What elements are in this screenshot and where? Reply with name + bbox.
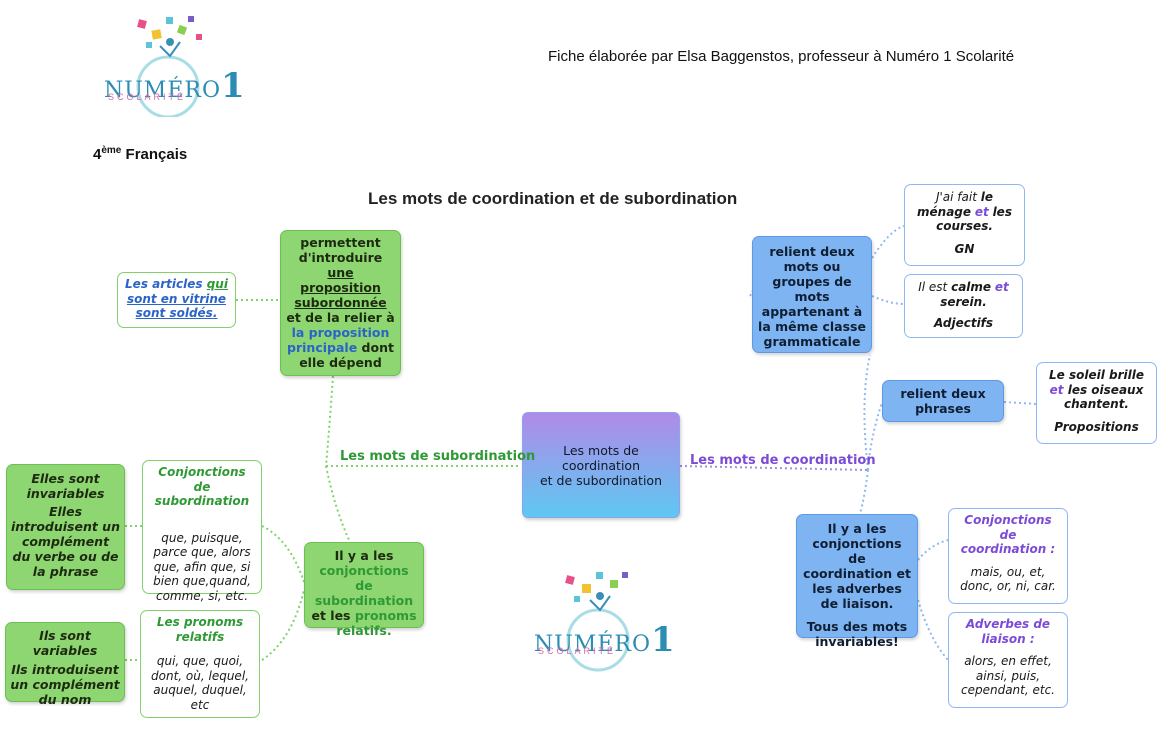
- coordination-conj-list: mais, ou, et, donc, or, ni, car.: [960, 564, 1056, 594]
- subordination-pron-list: qui, que, quoi, dont, où, lequel, auquel…: [151, 654, 249, 712]
- branch-label-coordination: Les mots de coordination: [690, 453, 876, 468]
- center-line3: et de subordination: [539, 473, 663, 488]
- subordination-conj-props: Elles sont invariables Elles introduisen…: [6, 464, 125, 590]
- pron-prop-2: Ils introduisent un complément du nom: [10, 662, 120, 707]
- coordination-phrases-node: relient deux phrases: [882, 380, 1004, 422]
- coordination-example-adj: Il est calme et serein. Adjectifs: [904, 274, 1023, 338]
- subject-label: Français: [125, 146, 188, 163]
- coordination-example-prop: Le soleil brille et les oiseaux chantent…: [1036, 362, 1157, 444]
- subordination-pron-box: Les pronoms relatifs qui, que, quoi, don…: [140, 610, 260, 718]
- coordination-words-node: relient deux mots ou groupes de mots app…: [752, 236, 872, 353]
- center-line2: coordination: [561, 458, 641, 473]
- logo-top-tagline: SCOLARITÉ: [108, 92, 187, 102]
- subordination-pron-props: Ils sont variables Ils introduisent un c…: [5, 622, 125, 707]
- branch-label-subordination: Les mots de subordination: [340, 449, 536, 464]
- pron-prop-1: Ils sont variables: [32, 628, 98, 658]
- conj-prop-1: Elles sont invariables: [26, 471, 105, 501]
- coordination-conj-box: Conjonctions de coordination : mais, ou,…: [948, 508, 1068, 604]
- header-credit: Fiche élaborée par Elsa Baggenstos, prof…: [548, 48, 1015, 65]
- subordination-conj-box: Conjonctions de subordination que, puisq…: [142, 460, 262, 603]
- coordination-example-prop-label: Propositions: [1054, 419, 1139, 434]
- connector-words-adj: [871, 295, 905, 305]
- page-title: Les mots de coordination et de subordina…: [368, 189, 738, 208]
- connector-words-gn: [871, 225, 905, 259]
- subordination-types-node: Il y a les conjonctions de subordination…: [304, 542, 424, 638]
- logo-bottom-name: NUMÉRO1: [534, 620, 676, 660]
- grade-sup: ème: [101, 145, 122, 156]
- coordination-adv-box: Adverbes de liaison : alors, en effet, a…: [948, 612, 1068, 708]
- coordination-example-gn-label: GN: [954, 241, 975, 256]
- coordination-types-node: Il y a les conjonctions de coordination …: [796, 514, 918, 649]
- connector-types-conj: [917, 539, 949, 561]
- connector-types-pron: [261, 589, 305, 661]
- subordination-conj-list: que, puisque, parce que, alors que, afin…: [153, 530, 251, 603]
- coordination-example-gn: J'ai fait le ménage et les courses. GN: [904, 184, 1025, 266]
- center-node: Les mots de coordination et de subordina…: [522, 412, 680, 518]
- connector-center-coord: [679, 465, 869, 471]
- connector-role-branch: [325, 375, 334, 467]
- connector-types-conj: [261, 525, 305, 583]
- coordination-example-adj-label: Adjectifs: [933, 316, 994, 330]
- connector-coord-phrases: [867, 401, 883, 471]
- connector-coord-words: [863, 354, 871, 471]
- logo-top: NUMÉRO1 SCOLARITÉ: [100, 12, 245, 117]
- logo-top-name: NUMÉRO1: [104, 66, 246, 106]
- subordination-role-node: permettent d'introduire une proposition …: [280, 230, 401, 376]
- logo-bottom-tagline: SCOLARITÉ: [538, 646, 617, 656]
- subordination-pron-title: Les pronoms relatifs: [156, 615, 244, 644]
- connector-coord-types: [859, 469, 869, 515]
- coordination-types-line2: Tous des mots invariables!: [806, 619, 908, 649]
- grade-number: 4: [93, 146, 102, 163]
- logo-bottom: NUMÉRO1 SCOLARITÉ: [530, 568, 675, 673]
- grade-subject: 4ème Français: [93, 145, 187, 163]
- conj-prop-2: Elles introduisent un complément du verb…: [11, 504, 120, 579]
- center-line1: Les mots de: [563, 443, 639, 458]
- coordination-conj-title: Conjonctions de coordination :: [960, 513, 1056, 556]
- logo-bottom-graphic: [565, 572, 630, 672]
- subordination-example: Les articles qui sont en vitrine sont so…: [117, 272, 236, 328]
- logo-top-graphic: [136, 16, 202, 117]
- connector-branch-types: [325, 465, 351, 543]
- connector-types-adv: [917, 599, 949, 661]
- subordination-conj-title: Conjonctions de subordination: [154, 465, 250, 508]
- coordination-adv-title: Adverbes de liaison :: [965, 617, 1051, 646]
- coordination-adv-list: alors, en effet, ainsi, puis, cependant,…: [961, 654, 1055, 697]
- connector-phrases-ex: [1003, 401, 1037, 405]
- coordination-types-line1: Il y a les conjonctions de coordination …: [803, 521, 911, 611]
